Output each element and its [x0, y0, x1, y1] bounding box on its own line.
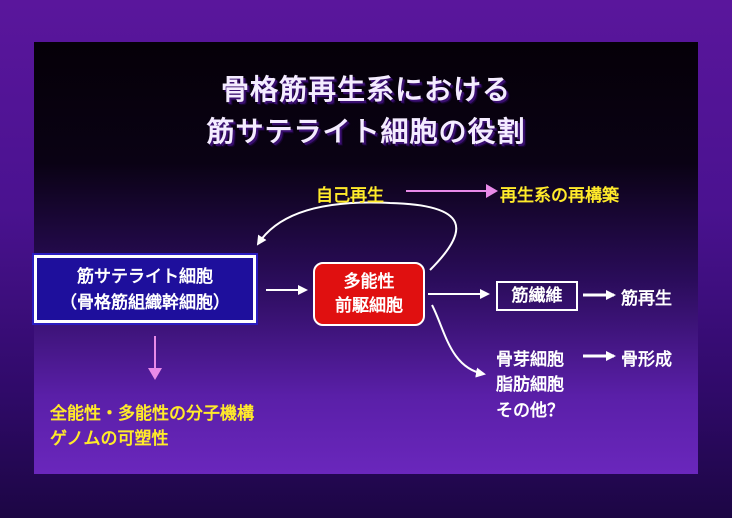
progenitor-to-other-fates-arrow — [431, 304, 486, 378]
muscle-fiber-box: 筋繊維 — [496, 281, 578, 311]
slide-title-line-2: 筋サテライト細胞の役割 — [206, 115, 526, 148]
satellite-cell-box: 筋サテライト細胞 （骨格筋組織幹細胞） — [32, 253, 258, 325]
mechanism-label-1: 全能性・多能性の分子機構 — [50, 404, 254, 424]
mechanism-label-2: ゲノムの可塑性 — [50, 429, 169, 449]
osteoblast-label: 骨芽細胞 — [496, 350, 564, 370]
adipocyte-label: 脂肪細胞 — [496, 375, 564, 395]
satellite-cell-label: 筋サテライト細胞 — [77, 267, 213, 287]
reconstruction-label: 再生系の再構築 — [500, 186, 619, 206]
progenitor-label-2: 前駆細胞 — [335, 296, 403, 316]
self-renewal-label: 自己再生 — [316, 186, 384, 206]
progenitor-cell-box: 多能性 前駆細胞 — [313, 262, 425, 326]
self-renewal-loop-arrow — [256, 201, 458, 271]
others-label: その他？ — [496, 401, 564, 421]
progenitor-label-1: 多能性 — [343, 272, 395, 292]
muscle-regeneration-label: 筋再生 — [621, 289, 672, 309]
bone-formation-label: 骨形成 — [621, 350, 672, 370]
satellite-cell-sublabel: （骨格筋組織幹細胞） — [60, 293, 230, 313]
slide-title-line-1: 骨格筋再生系における — [220, 73, 511, 106]
